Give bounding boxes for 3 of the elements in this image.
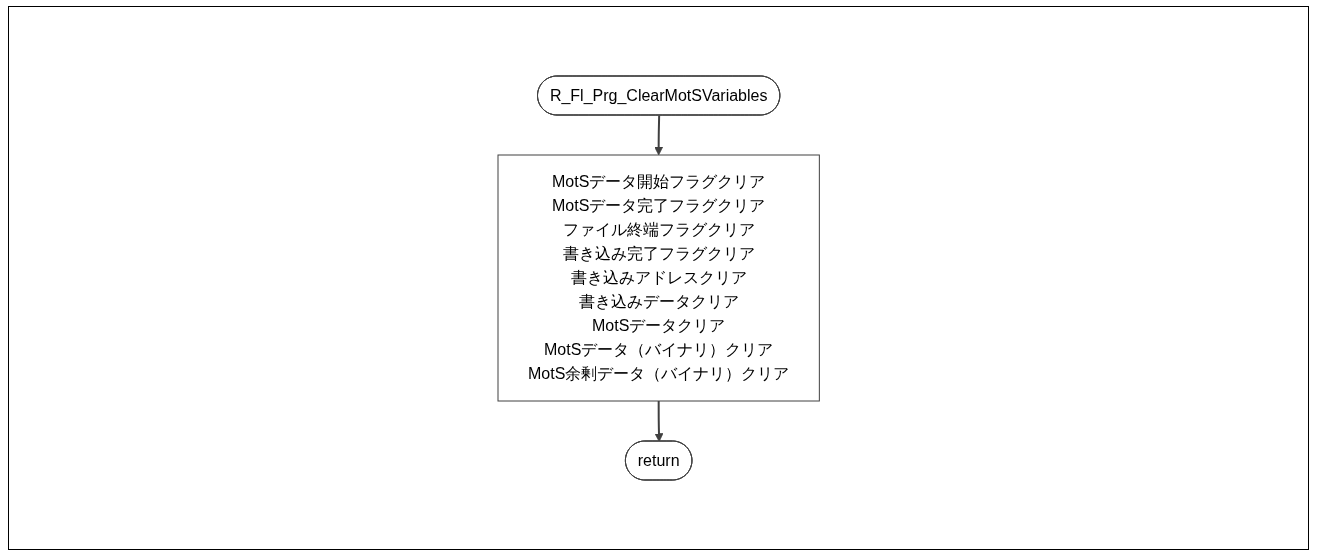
node-box: MotSデータ開始フラグクリア MotSデータ完了フラグクリア ファイル終端フラグクリア 書き込み完了フラグクリア 書き込みアドレスクリア 書き込みデータクリア MotSデータクリア MotSデータ（バイナリ）クリア MotS余剰データ（バイナリ）クリア bbox=[497, 154, 820, 402]
arrow bbox=[654, 114, 663, 156]
arrow bbox=[654, 400, 664, 442]
